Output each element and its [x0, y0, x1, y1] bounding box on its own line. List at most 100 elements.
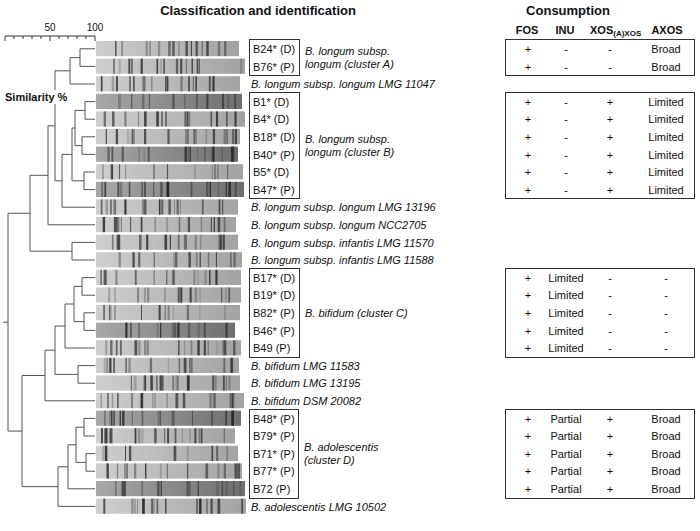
gel-band — [218, 182, 219, 197]
tree-branch — [84, 436, 95, 437]
cluster-name: B. bifidum (cluster C) — [305, 306, 417, 319]
gel-band — [135, 270, 137, 285]
gel-band — [125, 323, 127, 338]
gel-band — [209, 76, 210, 91]
gel-band — [189, 358, 191, 373]
gel-band — [167, 393, 168, 408]
consumption-cell: - — [590, 288, 630, 302]
consumption-cell: - — [590, 271, 630, 285]
gel-band — [198, 59, 200, 74]
gel-lane — [96, 76, 240, 91]
reference-strain: B. bifidum LMG 11583 — [251, 359, 360, 373]
consumption-cell: Broad — [638, 412, 694, 426]
gel-lane — [96, 217, 236, 232]
gel-band — [189, 358, 191, 373]
gel-band — [141, 217, 143, 232]
gel-band — [188, 217, 190, 232]
gel-band — [143, 499, 145, 514]
tree-branch — [55, 326, 65, 327]
gel-band — [113, 199, 115, 214]
tree-branch — [72, 242, 95, 243]
gel-lane — [96, 199, 238, 214]
gel-band — [101, 76, 102, 91]
gel-band — [212, 446, 213, 461]
gel-band — [194, 164, 196, 179]
gel-band — [226, 129, 228, 144]
consumption-cell: Broad — [638, 429, 694, 443]
tree-branch — [8, 213, 30, 214]
consumption-cell: Partial — [544, 464, 588, 478]
gel-band — [161, 481, 162, 496]
gel-band — [217, 463, 219, 478]
gel-band — [201, 217, 202, 232]
gel-lanes — [96, 41, 246, 514]
gel-band — [212, 76, 214, 91]
cluster-name: B. adolescentis (cluster D) — [304, 441, 416, 467]
consumption-box: +--Broad+--Broad — [505, 39, 695, 76]
gel-band — [179, 217, 181, 232]
tree-branch — [68, 488, 95, 489]
gel-band — [120, 411, 121, 426]
gel-band — [164, 287, 166, 302]
gel-band — [167, 182, 168, 197]
consumption-cell: + — [590, 165, 630, 179]
tree-branch — [62, 154, 72, 155]
scale-tick — [32, 36, 33, 39]
consumption-cell: + — [590, 148, 630, 162]
consumption-cell: + — [590, 464, 630, 478]
gel-band — [159, 199, 160, 214]
gel-band — [235, 111, 237, 126]
gel-band — [230, 252, 231, 267]
gel-band — [233, 340, 236, 355]
gel-band — [116, 129, 118, 144]
tree-branch — [48, 125, 55, 126]
gel-band — [187, 463, 188, 478]
gel-band — [110, 199, 112, 214]
gel-band — [110, 340, 112, 355]
column-header: INU — [556, 23, 575, 37]
gel-band — [221, 147, 223, 162]
gel-band — [204, 340, 206, 355]
gel-band — [131, 59, 133, 74]
consumption-cell: Limited — [544, 324, 588, 338]
gel-band — [210, 393, 212, 408]
tree-branch — [82, 136, 95, 137]
gel-band — [144, 340, 146, 355]
tree-branch — [84, 330, 95, 331]
consumption-cell: Broad — [638, 42, 694, 56]
gel-band — [148, 147, 150, 162]
consumption-cell: + — [508, 130, 548, 144]
gel-band — [176, 59, 178, 74]
gel-band — [106, 358, 108, 373]
consumption-cell: + — [590, 130, 630, 144]
gel-band — [147, 340, 149, 355]
gel-band — [172, 270, 174, 285]
gel-band — [142, 94, 144, 109]
cluster-name: B. longum subsp. longum (cluster B) — [305, 133, 417, 159]
gel-band — [184, 358, 186, 373]
gel-band — [141, 393, 143, 408]
gel-band — [112, 235, 114, 250]
consumption-cell: Limited — [544, 288, 588, 302]
gel-band — [184, 340, 186, 355]
cluster-box: B17* (D)B19* (D)B82* (P)B46* (P)B49 (P)B… — [249, 268, 300, 358]
panel-title: Classification and identification — [160, 3, 356, 19]
gel-band — [222, 199, 223, 214]
cluster-box: B48* (P)B79* (P)B71* (P)B77* (P)B72 (P)B… — [249, 409, 299, 499]
gel-band — [101, 428, 103, 443]
gel-band — [213, 393, 215, 408]
consumption-cell: - — [638, 324, 694, 338]
gel-band — [174, 199, 176, 214]
gel-band — [230, 358, 232, 373]
scale-tick — [59, 36, 60, 39]
reference-strain: B. bifidum LMG 13195 — [251, 376, 360, 390]
gel-lane — [96, 147, 238, 162]
gel-band — [131, 411, 133, 426]
gel-band — [178, 235, 180, 250]
gel-band — [187, 111, 189, 126]
gel-band — [196, 41, 198, 56]
tree-branch — [74, 321, 84, 322]
tree-branch — [55, 70, 70, 71]
gel-band — [160, 463, 162, 478]
reference-strain: B. bifidum DSM 20082 — [251, 394, 361, 408]
